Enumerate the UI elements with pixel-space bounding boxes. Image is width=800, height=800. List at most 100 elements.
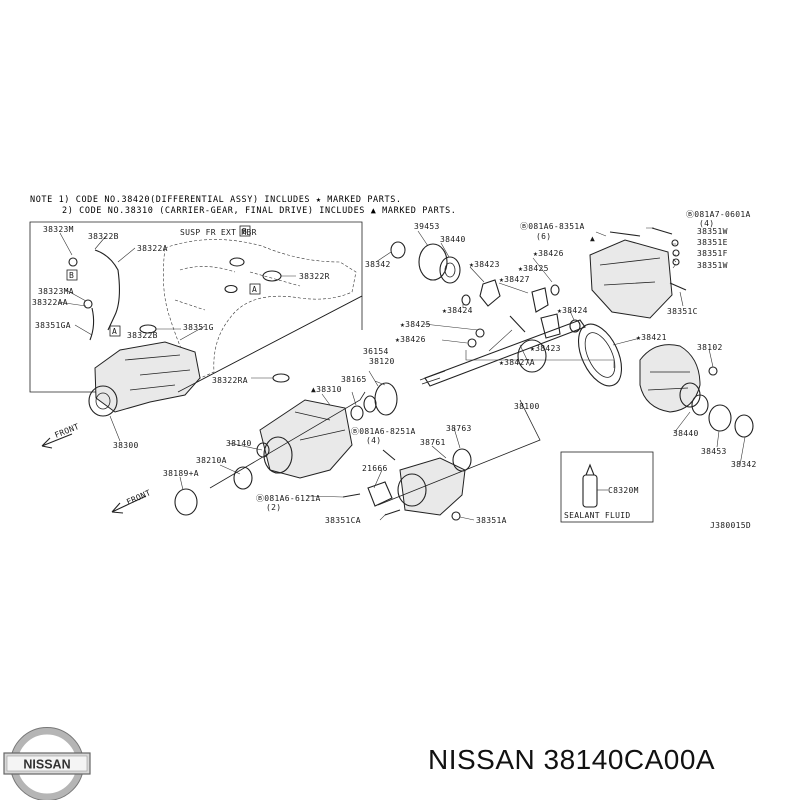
front-label-main: FRONT bbox=[125, 488, 152, 507]
label-21666: 21666 bbox=[362, 464, 388, 473]
label-38440-right: 38440 bbox=[673, 429, 699, 438]
main-exploded-view: 39453 38440 38342 ★38423 ★38426 ★38425 ★… bbox=[111, 210, 756, 530]
carrier-front-bore bbox=[263, 436, 293, 474]
washer-38424-right bbox=[569, 319, 581, 333]
label-38351a: 38351A bbox=[476, 516, 507, 525]
note-line-1: NOTE 1) CODE NO.38420(DIFFERENTIAL ASSY)… bbox=[30, 195, 402, 205]
note-line-2: 2) CODE NO.38310 (CARRIER-GEAR, FINAL DR… bbox=[62, 206, 457, 216]
part-number-caption: NISSAN 38140CA00A bbox=[428, 744, 716, 775]
gasket-38763 bbox=[452, 448, 472, 472]
bearing-38440-right bbox=[691, 394, 709, 416]
label-38189a: 38189+A bbox=[163, 469, 199, 478]
label-38763: 38763 bbox=[446, 424, 472, 433]
breather-hose-lower bbox=[89, 307, 95, 341]
breather-cap-38323ma bbox=[83, 299, 93, 309]
exploded-region-lines bbox=[177, 295, 541, 506]
ring-gear-inner bbox=[584, 332, 616, 378]
seal-38342-right bbox=[734, 414, 754, 438]
front-arrow-main-icon bbox=[111, 495, 147, 514]
side-gear-38423-right bbox=[540, 313, 561, 339]
subframe-edge-3 bbox=[174, 299, 206, 311]
washer-38322r bbox=[262, 270, 282, 282]
washer-38426 bbox=[550, 284, 560, 296]
label-38440-left: 38440 bbox=[440, 235, 466, 244]
pinion-gear-head bbox=[517, 339, 547, 373]
breather-hose-38322a bbox=[94, 249, 121, 331]
label-c8320m: C8320M bbox=[608, 486, 639, 495]
washer-38351f bbox=[672, 258, 680, 266]
label-38351f: 38351F bbox=[697, 249, 728, 258]
differential-case-38421 bbox=[639, 344, 701, 413]
label-38322a: 38322A bbox=[137, 244, 168, 253]
pinion-shaft-38427 bbox=[509, 315, 526, 333]
marker-a-2: A bbox=[112, 327, 117, 336]
marker-a-box-1 bbox=[249, 283, 261, 295]
label-38310: ▲38310 bbox=[311, 385, 342, 394]
marker-b-box-1 bbox=[239, 225, 251, 237]
label-38423-right: ★38423 bbox=[530, 344, 561, 353]
label-38322aa: 38322AA bbox=[32, 298, 68, 307]
collar-38165 bbox=[350, 405, 364, 421]
washer-38424 bbox=[461, 294, 471, 306]
label-38427: ★38427 bbox=[499, 275, 530, 284]
bolt-38102 bbox=[708, 366, 718, 376]
label-38421: ★38421 bbox=[636, 333, 667, 342]
marker-b-2: B bbox=[69, 271, 74, 280]
marker-a-1: A bbox=[252, 285, 257, 294]
inset-leaders bbox=[57, 232, 296, 442]
breather-cap-38323m bbox=[68, 257, 78, 267]
sealant-nozzle bbox=[585, 463, 595, 476]
label-38427a: ★38427A bbox=[499, 358, 535, 367]
label-qty-6: (6) bbox=[536, 232, 551, 241]
marker-b-1: B bbox=[242, 227, 247, 236]
label-38423: ★38423 bbox=[469, 260, 500, 269]
side-gear-38423 bbox=[479, 279, 501, 307]
label-38100: 38100 bbox=[514, 402, 540, 411]
bearing-38440-left bbox=[439, 256, 461, 284]
seal-38189a bbox=[174, 488, 198, 516]
subframe-edge-2 bbox=[249, 271, 301, 287]
carrier-assy-38300-body bbox=[94, 341, 201, 413]
sealant-box bbox=[560, 451, 654, 523]
bolt-081a7-0601a bbox=[651, 227, 673, 235]
shim-39453-left bbox=[418, 243, 448, 281]
label-qty-4-lower: (4) bbox=[366, 436, 381, 445]
carrier-flange-38300 bbox=[88, 385, 118, 417]
bracket-21666 bbox=[367, 481, 393, 507]
seal-38342-left bbox=[390, 241, 406, 259]
label-38300: 38300 bbox=[113, 441, 139, 450]
label-38425: ★38425 bbox=[518, 264, 549, 273]
label-38351ga: 38351GA bbox=[35, 321, 71, 330]
bearing-38120 bbox=[374, 382, 398, 416]
washer-38426-lower bbox=[467, 338, 477, 348]
label-38351ca: 38351CA bbox=[325, 516, 361, 525]
carrier-ribs bbox=[124, 354, 191, 391]
washer-a-inset bbox=[224, 284, 238, 294]
marker-a-box-2 bbox=[109, 325, 121, 337]
label-38322ra: 38322RA bbox=[212, 376, 248, 385]
washer-38322ra bbox=[272, 373, 290, 383]
ring-gear-38421 bbox=[577, 323, 623, 387]
label-38165: 38165 bbox=[341, 375, 367, 384]
washer-38425-lower bbox=[475, 328, 485, 338]
label-38426: ★38426 bbox=[533, 249, 564, 258]
label-38322b-top: 38322B bbox=[88, 232, 119, 241]
carrier-flange-hub bbox=[95, 392, 111, 410]
bolt-081a6-8251a bbox=[382, 449, 396, 461]
pinion-spline bbox=[419, 370, 446, 385]
label-triangle-marker: ▲ bbox=[590, 234, 595, 243]
label-38351w-bottom: 38351W bbox=[697, 261, 728, 270]
front-arrow-inset-icon bbox=[41, 433, 73, 449]
label-38453: 38453 bbox=[701, 447, 727, 456]
logo-wordmark: NISSAN bbox=[23, 758, 70, 772]
sealant-tube bbox=[582, 474, 598, 508]
washer-38351e bbox=[672, 249, 680, 257]
subframe-outline bbox=[163, 239, 357, 381]
label-qty-4-upper: (4) bbox=[699, 219, 714, 228]
label-38351e: 38351E bbox=[697, 238, 728, 247]
label-38140: 38140 bbox=[226, 439, 252, 448]
label-qty-2: (2) bbox=[266, 503, 281, 512]
label-38342-left: 38342 bbox=[365, 260, 391, 269]
bolt-081a6-6121a bbox=[342, 493, 361, 498]
